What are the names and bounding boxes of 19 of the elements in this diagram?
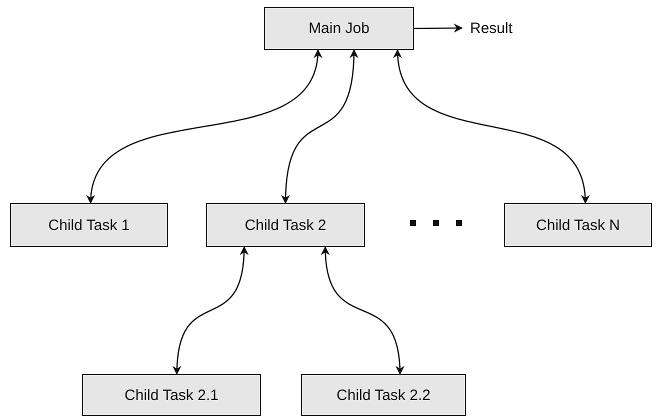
node-label: Child Task 2 [244, 216, 326, 234]
arrow [414, 24, 463, 33]
arrow [321, 246, 404, 375]
task-box [504, 203, 652, 247]
arrow [88, 49, 321, 204]
node-label: Result [470, 20, 513, 36]
arrow [281, 49, 358, 204]
arrow [172, 246, 248, 375]
task-box [301, 374, 466, 416]
node-label: Child Task 2.2 [336, 386, 430, 404]
task-box [10, 203, 168, 247]
task-box [264, 7, 414, 50]
task-box [206, 203, 365, 247]
node-label: Child Task 1 [48, 216, 130, 234]
node-label: Child Task N [536, 216, 620, 234]
task-box [82, 374, 261, 416]
node-label: Main Job [308, 20, 370, 37]
arrow [394, 49, 589, 204]
node-label: Child Task 2.1 [124, 386, 218, 404]
